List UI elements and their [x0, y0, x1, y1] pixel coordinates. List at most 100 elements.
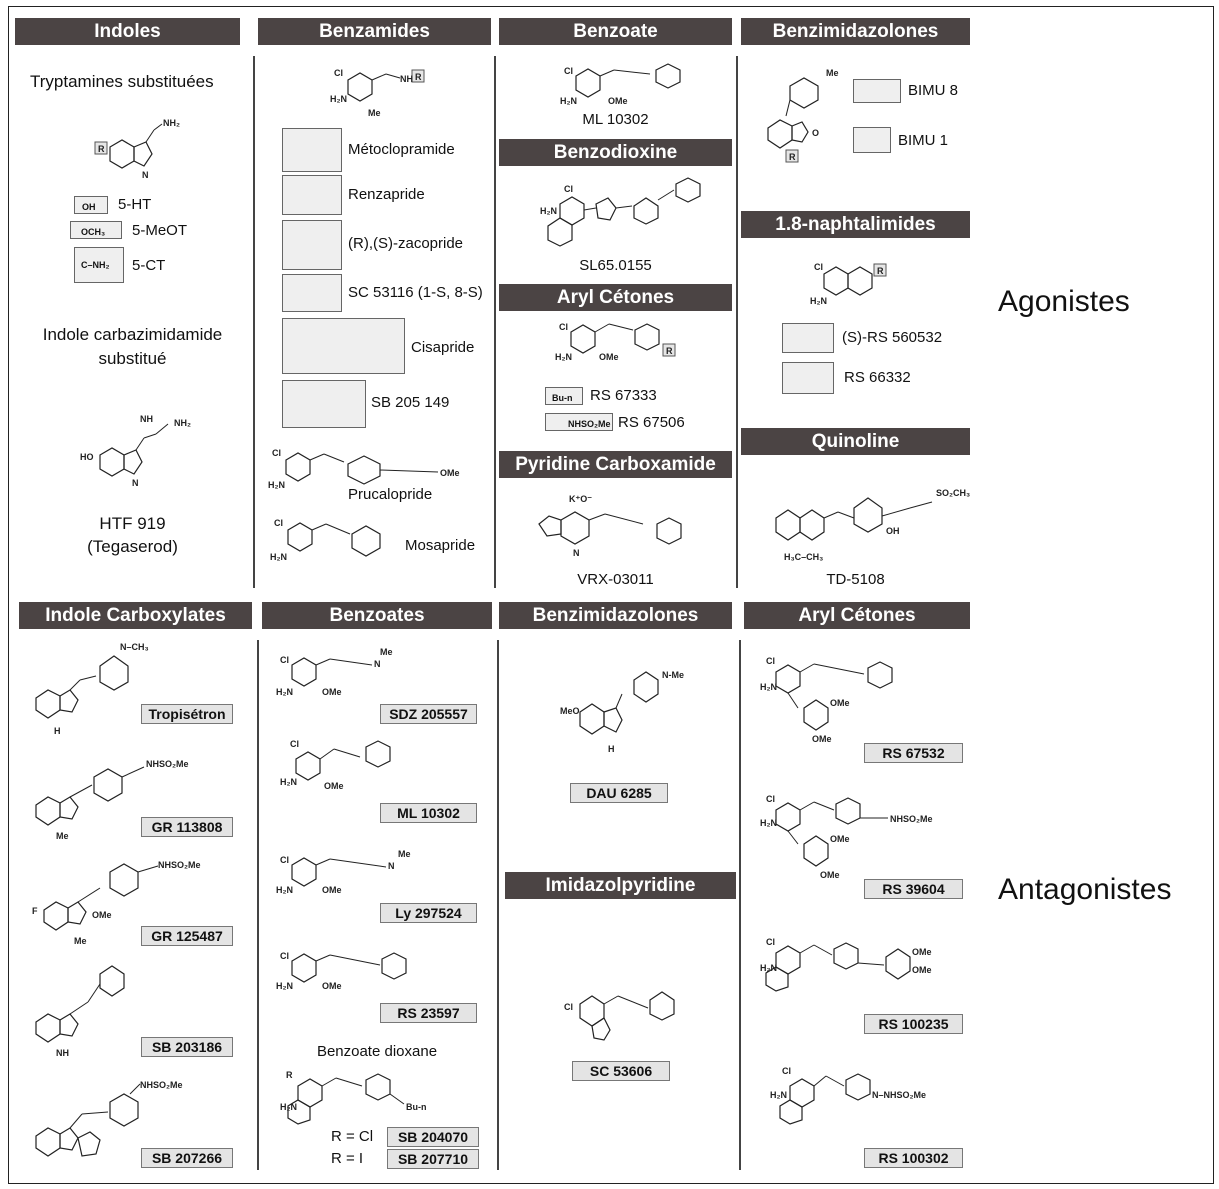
atom-label: NH [56, 1048, 69, 1058]
label-tryptamines: Tryptamines substituées [30, 72, 214, 91]
label-r-cl: R = Cl [331, 1128, 374, 1145]
atom-label: Cl [564, 1002, 573, 1012]
atom-label: H₂N [276, 981, 293, 991]
atom-label: H₂N [280, 777, 297, 787]
label-htf-919: HTF 919 [99, 514, 166, 533]
header-benzimidazolones-agonists: Benzimidazolones [741, 18, 970, 45]
svg-text:N–NHSO₂Me: N–NHSO₂Me [872, 1090, 926, 1100]
atom-label: R [98, 144, 105, 154]
header-imidazolpyridine: Imidazolpyridine [505, 872, 736, 899]
tag-tropisetron: Tropisétron [141, 704, 233, 724]
atom-label: H [54, 726, 61, 736]
label-mosapride: Mosapride [405, 537, 476, 554]
atom-label: Cl [280, 655, 289, 665]
atom-label: F [32, 906, 38, 916]
label-vrx-03011: VRX-03011 [577, 571, 654, 588]
label-indole-carbazimidamide: Indole carbazimidamide [42, 325, 223, 344]
atom-label: H₂N [770, 1090, 787, 1100]
sb203186-structure: NH [35, 965, 125, 1058]
substituent-box [853, 79, 901, 103]
tropisetron-structure: N–CH₃ H [35, 642, 149, 736]
naphtalimide-core-structure: R Cl H₂N [810, 262, 887, 306]
mosapride-structure: Cl H₂N [270, 518, 381, 562]
atom-label: Cl [782, 1066, 791, 1076]
atom-label: H₂N [268, 480, 285, 490]
atom-label: H₂N [760, 818, 777, 828]
aryl-cetone-core-structure: R Cl H₂N OMe [555, 322, 676, 362]
atom-label: N [142, 170, 149, 180]
tag-sb-207710: SB 207710 [387, 1149, 479, 1169]
svg-text:SO₂CH₃: SO₂CH₃ [936, 488, 970, 498]
label-metoclopramide: Métoclopramide [348, 141, 455, 158]
substituent-box: C–NH₂ [74, 247, 124, 283]
benzoate-dioxane-structure: R H₂N Bu-n [280, 1070, 427, 1125]
header-aryl-cetones-agonists: Aryl Cétones [499, 284, 732, 311]
label-td-5108: TD-5108 [826, 571, 885, 588]
substituent-box: NHSO₂Me [545, 413, 613, 431]
label-zacopride: (R),(S)-zacopride [348, 235, 464, 252]
atom-label: Cl [564, 66, 573, 76]
atom-label: R [789, 152, 796, 162]
atom-label: Cl [766, 794, 775, 804]
atom-label: H₂N [280, 1102, 297, 1112]
atom-label: OMe [440, 468, 460, 478]
substituent-box: Bu-n [545, 387, 583, 405]
label-bimu-8: BIMU 8 [908, 82, 959, 99]
atom-label: H₂N [560, 96, 577, 106]
td-5108-structure: OH SO₂CH₃ H₃C–CH₃ [775, 488, 970, 562]
atom-label: MeO [560, 706, 580, 716]
rs100235-structure: Cl H₂N OMe OMe [760, 937, 932, 992]
atom-label: N [388, 861, 395, 871]
gr125487-structure: NHSO₂Me F OMe Me [32, 860, 201, 946]
column-divider [253, 56, 255, 588]
atom-label: H₂N [810, 296, 827, 306]
figure-frame [8, 6, 1214, 1184]
atom-label: NHSO₂Me [146, 759, 189, 769]
header-benzimidazolones-antagonists: Benzimidazolones [499, 602, 732, 629]
label-sc-53116: SC 53116 (1-S, 8-S) [348, 284, 483, 301]
atom-label: R [286, 1070, 293, 1080]
label-5-ht: 5-HT [118, 196, 152, 213]
atom-label: R [877, 266, 884, 276]
label-prucalopride: Prucalopride [348, 486, 433, 503]
atom-label: OMe [830, 834, 850, 844]
atom-label: OMe [912, 965, 932, 975]
header-indole-carboxylates: Indole Carboxylates [19, 602, 252, 629]
sb207266-structure: NHSO₂Me [35, 1080, 183, 1157]
atom-label: OMe [322, 687, 342, 697]
atom-label: Cl [274, 518, 283, 528]
column-divider [494, 56, 496, 588]
substituent-box [282, 128, 342, 172]
ml10302-structure: Cl H₂N OMe [560, 63, 681, 106]
atom-label: Me [826, 68, 839, 78]
atom-label: Cl [559, 322, 568, 332]
atom-label: OMe [830, 698, 850, 708]
substituent-box [282, 220, 342, 270]
atom-label: H [608, 744, 615, 754]
column-divider [497, 640, 499, 1170]
atom-label: N [132, 478, 139, 488]
atom-label: H₂N [270, 552, 287, 562]
label-ml-10302: ML 10302 [582, 111, 649, 128]
svg-text:H₃C–CH₃: H₃C–CH₃ [784, 552, 823, 562]
substituent-box [853, 127, 891, 153]
tag-rs-67532: RS 67532 [864, 743, 963, 763]
label-cisapride: Cisapride [411, 339, 475, 356]
atom-label: H₂N [276, 687, 293, 697]
tag-dau-6285: DAU 6285 [570, 783, 668, 803]
atom-label: OMe [322, 981, 342, 991]
atom-label: H₂N [555, 352, 572, 362]
atom-label: OMe [812, 734, 832, 744]
svg-text:N–CH₃: N–CH₃ [120, 642, 149, 652]
header-naphtalimides: 1.8-naphtalimides [741, 211, 970, 238]
atom-label: Cl [766, 937, 775, 947]
label-substitue: substitué [98, 349, 167, 368]
tag-sdz-205557: SDZ 205557 [380, 704, 477, 724]
atom-label: NH [400, 74, 413, 84]
atom-label: Cl [290, 739, 299, 749]
prucalopride-structure: Cl H₂N OMe [268, 448, 460, 490]
tag-rs-23597: RS 23597 [380, 1003, 477, 1023]
label-r-i: R = I [331, 1150, 364, 1167]
atom-label: R [415, 72, 422, 82]
substituent-box [282, 175, 342, 215]
